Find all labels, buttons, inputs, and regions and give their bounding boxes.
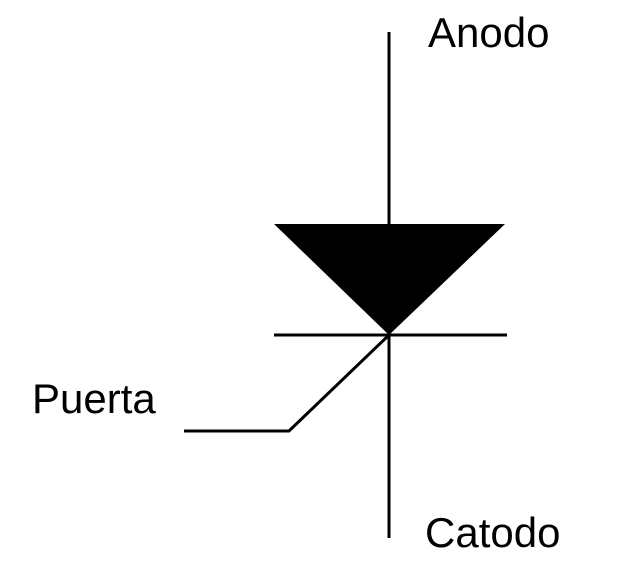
diode-triangle [274,224,505,335]
anode-label: Anodo [428,9,550,56]
cathode-label: Catodo [425,509,561,556]
gate-lead [184,333,391,433]
gate-label: Puerta [32,375,156,422]
